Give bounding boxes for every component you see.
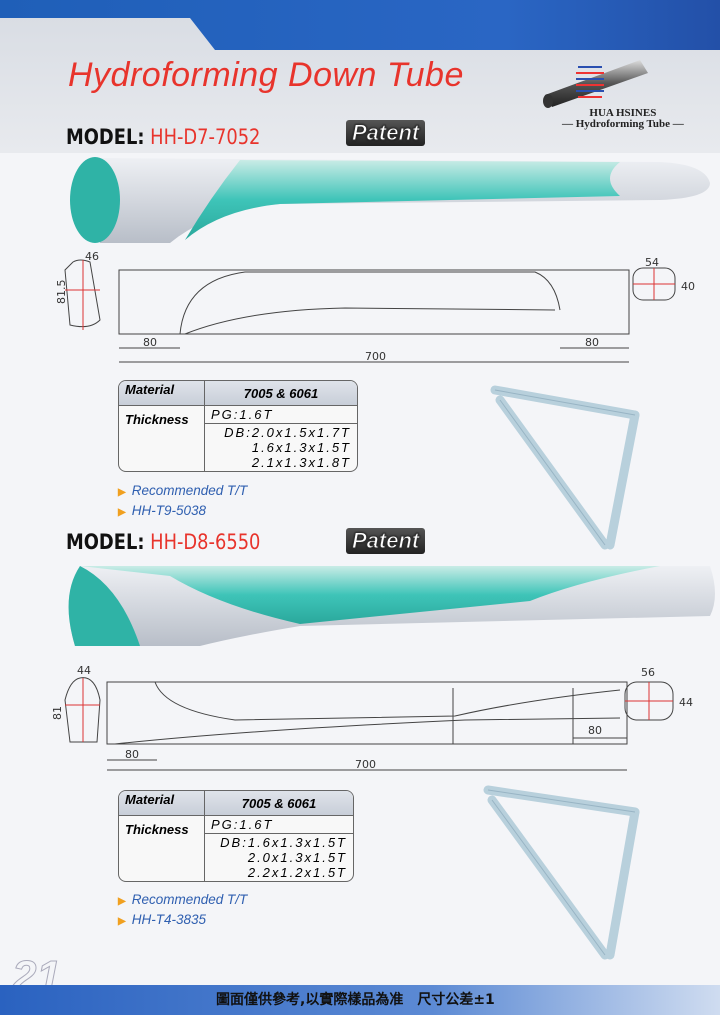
material-value: 7005 & 6061 bbox=[205, 381, 357, 405]
dim-end-height: 81 bbox=[51, 706, 64, 720]
dim-far-width: 54 bbox=[645, 256, 659, 269]
dim-end-width: 46 bbox=[85, 250, 99, 263]
recommended-block-1: ▶Recommended T/T ▶HH-T9-5038 bbox=[118, 483, 248, 518]
logo-name: HUA HSINES bbox=[589, 107, 657, 119]
thickness-db: DB:2.0x1.5x1.7T bbox=[224, 425, 351, 440]
recommended-block-2: ▶Recommended T/T ▶HH-T4-3835 bbox=[118, 892, 248, 927]
recommended-model-link[interactable]: HH-T9-5038 bbox=[131, 503, 206, 518]
patent-badge: Patent bbox=[346, 528, 426, 554]
tube-render-1 bbox=[70, 157, 710, 243]
dim-far-height: 40 bbox=[681, 280, 695, 293]
dim-end-height: 81.5 bbox=[55, 280, 68, 305]
dim-end-length: 80 bbox=[588, 724, 602, 737]
thickness-db: DB:1.6x1.3x1.5T bbox=[220, 835, 347, 850]
thickness-db: 2.0x1.3x1.5T bbox=[247, 850, 347, 865]
recommended-label: Recommended T/T bbox=[131, 892, 248, 907]
thickness-label: Thickness bbox=[119, 405, 205, 471]
page-title: Hydroforming Down Tube bbox=[68, 56, 464, 94]
thickness-label: Thickness bbox=[119, 815, 205, 881]
thickness-pg: PG:1.6T bbox=[205, 815, 353, 833]
dim-start-length: 80 bbox=[125, 748, 139, 761]
tube-render-2 bbox=[68, 566, 716, 646]
logo-subtitle: — Hydroforming Tube — bbox=[562, 118, 684, 130]
dim-far-width: 56 bbox=[641, 666, 655, 679]
model-heading-1: MODEL: HH-D7-7052 bbox=[66, 125, 260, 149]
dim-start-length: 80 bbox=[143, 336, 157, 349]
footer-band bbox=[0, 985, 720, 1015]
model-number: HH-D7-7052 bbox=[150, 125, 261, 149]
dimension-drawing-1: 46 81.5 80 700 80 54 40 bbox=[55, 250, 695, 363]
thickness-pg: PG:1.6T bbox=[205, 405, 357, 423]
material-value: 7005 & 6061 bbox=[205, 791, 353, 815]
dim-end-length: 80 bbox=[585, 336, 599, 349]
model-label: MODEL: bbox=[66, 125, 145, 149]
recommended-label: Recommended T/T bbox=[131, 483, 248, 498]
recommended-model-link[interactable]: HH-T4-3835 bbox=[131, 912, 206, 927]
dim-end-width: 44 bbox=[77, 664, 91, 677]
footer-note: 圖面僅供參考,以實際樣品為准 尺寸公差±1 bbox=[216, 992, 495, 1008]
model-number: HH-D8-6550 bbox=[150, 530, 261, 554]
logo-icon bbox=[543, 60, 648, 108]
thickness-db: 1.6x1.3x1.5T bbox=[251, 440, 351, 455]
model-heading-2: MODEL: HH-D8-6550 bbox=[66, 530, 260, 554]
frame-render-2 bbox=[483, 785, 640, 960]
dim-far-height: 44 bbox=[679, 696, 693, 709]
material-label: Material bbox=[119, 791, 205, 815]
thickness-db: 2.2x1.2x1.5T bbox=[247, 865, 347, 880]
dim-total-length: 700 bbox=[355, 758, 376, 771]
material-label: Material bbox=[119, 381, 205, 405]
model-label: MODEL: bbox=[66, 530, 145, 554]
logo-text: HUA HSINES— Hydroforming Tube — bbox=[562, 108, 684, 130]
frame-render-1 bbox=[490, 385, 640, 550]
dim-total-length: 700 bbox=[365, 350, 386, 363]
thickness-db: 2.1x1.3x1.8T bbox=[251, 455, 351, 470]
patent-badge: Patent bbox=[346, 120, 426, 146]
dimension-drawing-2: 44 81 80 700 80 56 44 bbox=[51, 664, 693, 771]
